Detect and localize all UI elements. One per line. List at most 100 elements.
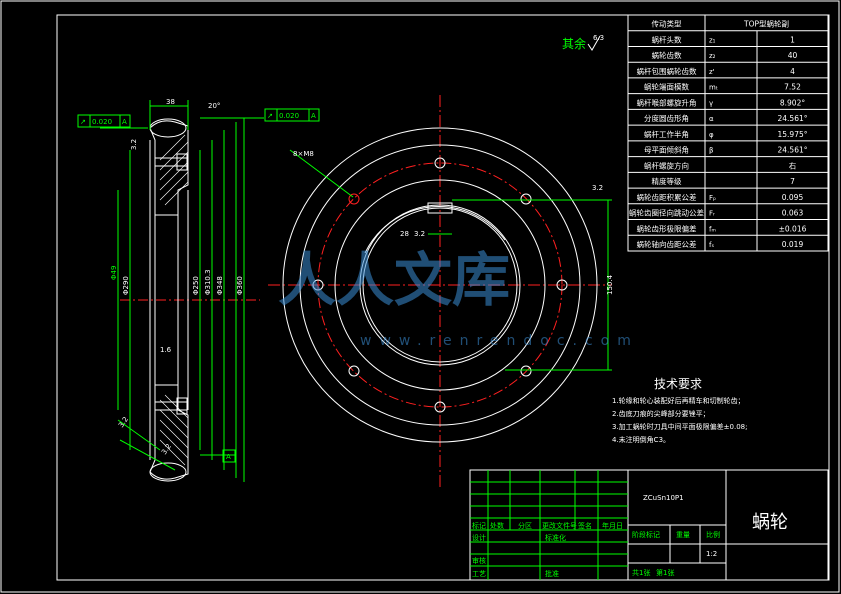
table-header-cell: TOP型蜗轮副: [743, 19, 789, 29]
front-view: 8×M8 3.2 28 3.2 150.4: [268, 95, 614, 488]
inner-frame: [56, 14, 830, 581]
table-param-name: 分度圆齿形角: [644, 113, 689, 123]
table-param-symbol: z₁: [709, 36, 716, 44]
tolerance-value-left: 0.020: [92, 118, 112, 126]
svg-text:A: A: [226, 453, 231, 461]
tolerance-box-left: ↗ 0.020 A: [77, 114, 131, 128]
table-param-value: 0.063: [782, 209, 804, 218]
tech-req-item: 2.齿底刀痕的尖峰部分要锉平；: [612, 409, 710, 418]
table-param-value: 7.52: [784, 83, 801, 92]
table-param-value: 15.975°: [778, 130, 808, 139]
svg-text:共1张: 共1张: [632, 568, 650, 577]
tech-req-item: 3.加工蜗轮时刀具中间平面极限偏差±0.08;: [612, 422, 748, 431]
table-param-value: 40: [788, 51, 798, 60]
svg-text:批准: 批准: [545, 569, 559, 578]
table-param-name: 蜗杆喉部螺旋升角: [637, 97, 697, 107]
bolt-holes: [312, 157, 568, 413]
side-dimensions: [100, 100, 264, 482]
table-param-value: 1: [790, 35, 795, 44]
datum-ref-left: A: [122, 118, 127, 126]
side-section-view: ↗ 0.020 A ↗ 0.020 A 38 20° 3.2 1.6 3.2 3…: [77, 98, 320, 482]
svg-text:重量: 重量: [676, 531, 690, 539]
svg-text:www.renrendoc.com: www.renrendoc.com: [360, 333, 639, 349]
datum-a-marker: A: [222, 449, 236, 463]
outer-circle: [282, 127, 598, 443]
technical-requirements: 技术要求 1.轮缘和轮心装配好后再精车和切制轮齿； 2.齿底刀痕的尖峰部分要锉平…: [612, 377, 748, 444]
tech-req-item: 1.轮缘和轮心装配好后再精车和切制轮齿；: [612, 396, 745, 405]
svg-text:工艺: 工艺: [472, 570, 486, 578]
svg-text:年月日: 年月日: [602, 521, 623, 530]
scale-value: 1:2: [706, 550, 717, 558]
table-param-name: 蜗轮轴向齿距公差: [637, 239, 697, 249]
svg-text:分区: 分区: [518, 521, 532, 530]
table-param-symbol: mₜ: [709, 84, 718, 92]
table-param-symbol: Fᵣ: [709, 210, 715, 218]
tolerance-value-right: 0.020: [279, 112, 299, 120]
bolt-bottom: [154, 401, 188, 411]
rim-top: [149, 120, 189, 216]
table-param-name: 蜗轮端面模数: [644, 82, 689, 92]
table-param-name: 蜗杆包围蜗轮齿数: [637, 66, 697, 76]
dim-phi360: Φ360: [236, 276, 244, 295]
svg-text:其余: 其余: [562, 36, 586, 51]
roughness-mid: 1.6: [160, 346, 172, 354]
dim-phi250: Φ250: [192, 276, 200, 295]
svg-text:审核: 审核: [472, 556, 486, 565]
table-param-symbol: z': [709, 68, 715, 76]
svg-text:标准化: 标准化: [545, 533, 566, 542]
table-param-value: ±0.016: [779, 224, 807, 233]
tolerance-box-right: ↗ 0.020 A: [264, 108, 320, 122]
keyway: [427, 202, 453, 214]
hatch-rim: [159, 134, 189, 466]
table-param-symbol: fₛ: [709, 241, 714, 249]
svg-text:设计: 设计: [472, 533, 486, 542]
table-param-name: 蜗杆工作半角: [644, 129, 689, 139]
table-param-name: 蜗轮齿距积累公差: [637, 192, 697, 202]
table-param-name: 蜗杆头数: [652, 34, 682, 44]
roughness-front: 3.2: [592, 184, 603, 192]
table-param-symbol: α: [709, 115, 714, 123]
dim-phi49: Φ49: [110, 266, 118, 280]
tech-req-title: 技术要求: [654, 377, 702, 391]
svg-text:比例: 比例: [706, 530, 720, 539]
table-param-value: 4: [790, 67, 795, 76]
table-param-name: 蜗轮齿圈径向跳动公差: [629, 208, 704, 218]
table-header-cell: 传动类型: [652, 19, 682, 29]
table-param-name: 母平面倾斜角: [644, 145, 689, 155]
svg-text:签名: 签名: [578, 521, 592, 530]
table-param-value: 右: [789, 160, 797, 170]
table-param-value: 7: [790, 177, 795, 186]
table-param-symbol: Fₚ: [709, 194, 716, 202]
table-param-value: 0.019: [782, 240, 804, 249]
material-label: ZCuSn10P1: [643, 494, 684, 502]
dim-phi348: Φ348: [216, 276, 224, 295]
table-param-name: 蜗杆螺旋方向: [644, 160, 689, 170]
table-param-name: 精度等级: [652, 176, 682, 186]
table-param-symbol: fₘ: [709, 225, 716, 233]
dim-width: 38: [166, 98, 175, 106]
watermark: 人人文库 www.renrendoc.com: [278, 246, 639, 349]
bolt-hole-label: 8×M8: [293, 150, 314, 158]
table-param-symbol: φ: [709, 131, 714, 139]
hub-circle: [359, 204, 521, 366]
svg-text:第1张: 第1张: [656, 568, 674, 577]
surface-note: 其余 6.3: [562, 34, 604, 51]
roughness-bottom-2: 3.2: [160, 442, 173, 456]
title-block: ZCuSn10P1 蜗轮 标记 处数 分区 更改文件号 签名 年月日 设计 标准…: [469, 469, 829, 581]
svg-text:阶段标记: 阶段标记: [632, 530, 660, 539]
root-circle: [299, 144, 581, 426]
dim-keyway: 28: [400, 230, 409, 238]
table-param-value: 24.561°: [778, 146, 808, 155]
datum-ref-right: A: [311, 112, 316, 120]
roughness-top: 3.2: [130, 139, 138, 150]
table-param-symbol: z₂: [709, 52, 716, 60]
table-param-value: 0.095: [782, 193, 804, 202]
part-name: 蜗轮: [752, 512, 788, 533]
dim-150: 150.4: [606, 274, 614, 295]
dim-phi290: Φ290: [122, 276, 130, 295]
table-param-symbol: γ: [709, 99, 713, 107]
